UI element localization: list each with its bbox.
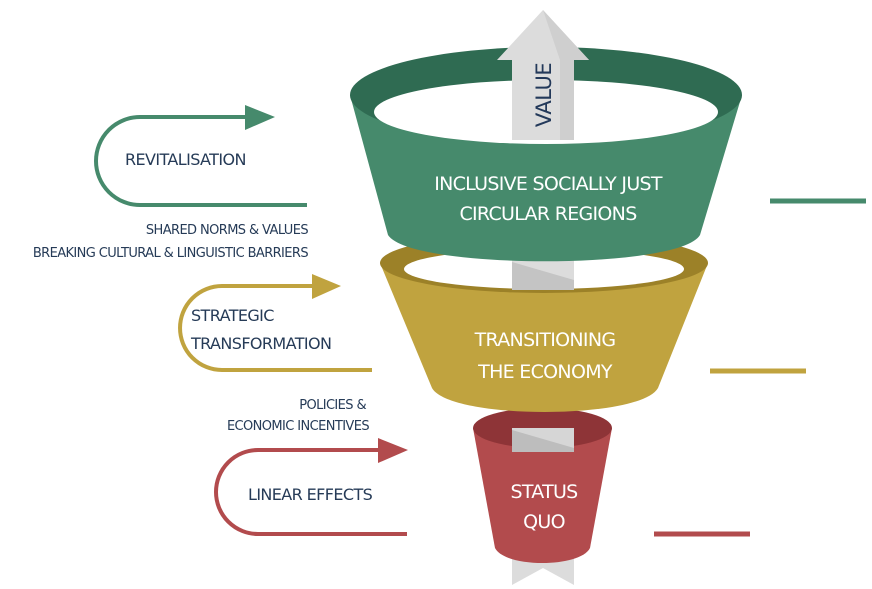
tier-transitioning-line2: THE ECONOMY: [477, 361, 613, 383]
tier-inclusive-line2: CIRCULAR REGIONS: [459, 203, 636, 225]
connector-upper-line2: BREAKING CULTURAL & LINGUISTIC BARRIERS: [33, 246, 309, 261]
tier-inclusive-line1: INCLUSIVE SOCIALLY JUST: [434, 173, 663, 195]
connector-lower-line1: POLICIES &: [299, 398, 366, 413]
tier-transitioning-line1: TRANSITIONING: [474, 329, 616, 351]
value-arrow: VALUE: [497, 10, 589, 140]
connector-upper-line1: SHARED NORMS & VALUES: [146, 223, 308, 238]
connector-lower-line2: ECONOMIC INCENTIVES: [227, 419, 369, 434]
tier-status-line2: QUO: [523, 511, 565, 533]
driver-arrow-strategic: [178, 274, 372, 372]
driver-revitalisation-label: REVITALISATION: [125, 150, 246, 169]
funnel-tier-status-quo: [473, 408, 612, 563]
value-arrow-label: VALUE: [532, 63, 556, 127]
driver-strategic-line1: STRATEGIC: [191, 306, 274, 325]
tier-status-line1: STATUS: [510, 481, 577, 503]
driver-strategic-line2: TRANSFORMATION: [190, 334, 331, 353]
driver-arrow-revitalisation: [94, 105, 307, 207]
driver-linear-label: LINEAR EFFECTS: [248, 485, 373, 504]
driver-arrow-linear: [214, 438, 408, 536]
